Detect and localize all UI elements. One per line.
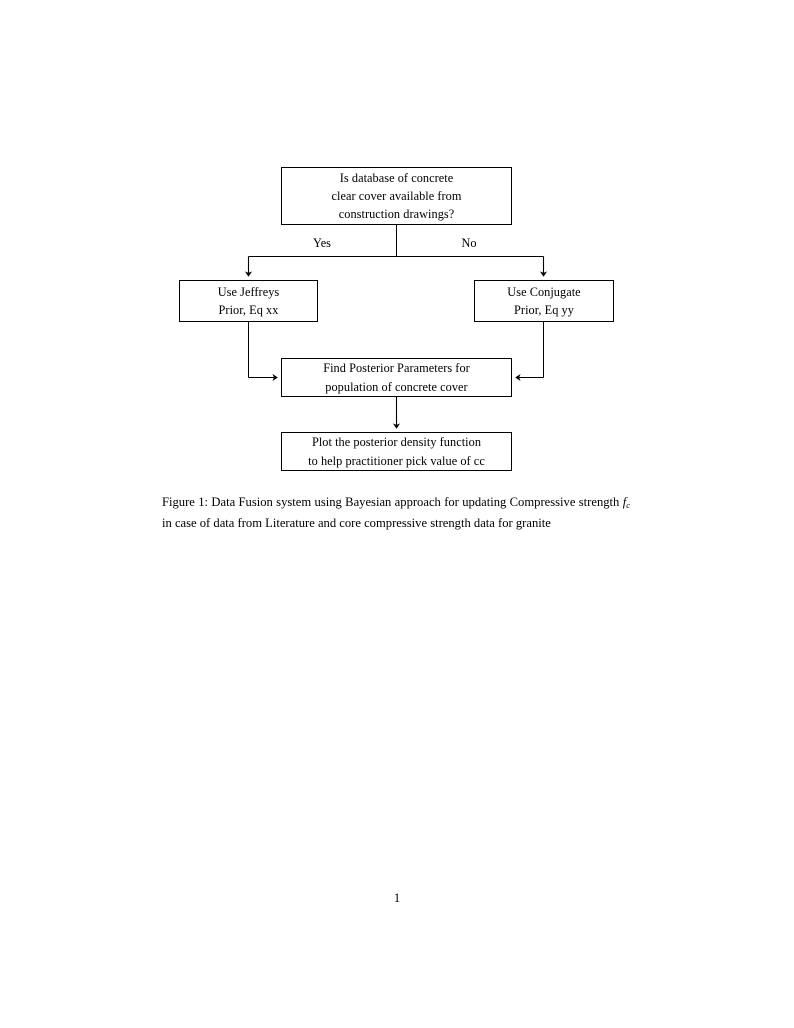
symbol-fc-subscript: c bbox=[626, 499, 630, 510]
flowchart-edges bbox=[244, 225, 548, 429]
posterior-parameters-node-line-2: population of concrete cover bbox=[325, 379, 468, 394]
decision-node: Is database of concrete clear cover avai… bbox=[281, 167, 512, 225]
figure-caption-text-after-symbol: in case of data from Literature and core… bbox=[162, 515, 551, 530]
plot-density-node: Plot the posterior density function to h… bbox=[281, 432, 512, 471]
plot-density-node-line-2: to help practitioner pick value of cc bbox=[308, 453, 485, 468]
figure-caption-text-before-symbol: Data Fusion system using Bayesian approa… bbox=[208, 495, 623, 509]
decision-node-line-1: Is database of concrete bbox=[339, 170, 454, 185]
decision-node-line-2: clear cover available from bbox=[331, 188, 462, 203]
jeffreys-prior-node-line-2: Prior, Eq xx bbox=[218, 303, 279, 317]
conjugate-prior-node: Use Conjugate Prior, Eq yy bbox=[474, 280, 614, 322]
plot-density-node-line-1: Plot the posterior density function bbox=[311, 435, 482, 450]
jeffreys-prior-node-line-1: Use Jeffreys bbox=[217, 284, 280, 299]
conjugate-prior-node-line-1: Use Conjugate bbox=[507, 284, 581, 299]
jeffreys-prior-node: Use Jeffreys Prior, Eq xx bbox=[179, 280, 318, 322]
symbol-fc: fc bbox=[622, 495, 630, 510]
figure-flowchart: Is database of concrete clear cover avai… bbox=[0, 0, 794, 490]
figure-caption: Figure 1: Data Fusion system using Bayes… bbox=[162, 492, 630, 533]
edge-label-yes: Yes bbox=[313, 236, 331, 250]
posterior-parameters-node-line-1: Find Posterior Parameters for bbox=[323, 361, 470, 376]
symbol-fc-base: f bbox=[622, 495, 627, 509]
conjugate-prior-node-line-2: Prior, Eq yy bbox=[514, 303, 574, 317]
edge-label-no: No bbox=[461, 236, 477, 250]
posterior-parameters-node: Find Posterior Parameters for population… bbox=[281, 358, 512, 397]
decision-node-line-3: construction drawings? bbox=[338, 207, 455, 222]
page-number: 1 bbox=[393, 891, 401, 905]
figure-caption-label: Figure 1: bbox=[162, 495, 209, 509]
